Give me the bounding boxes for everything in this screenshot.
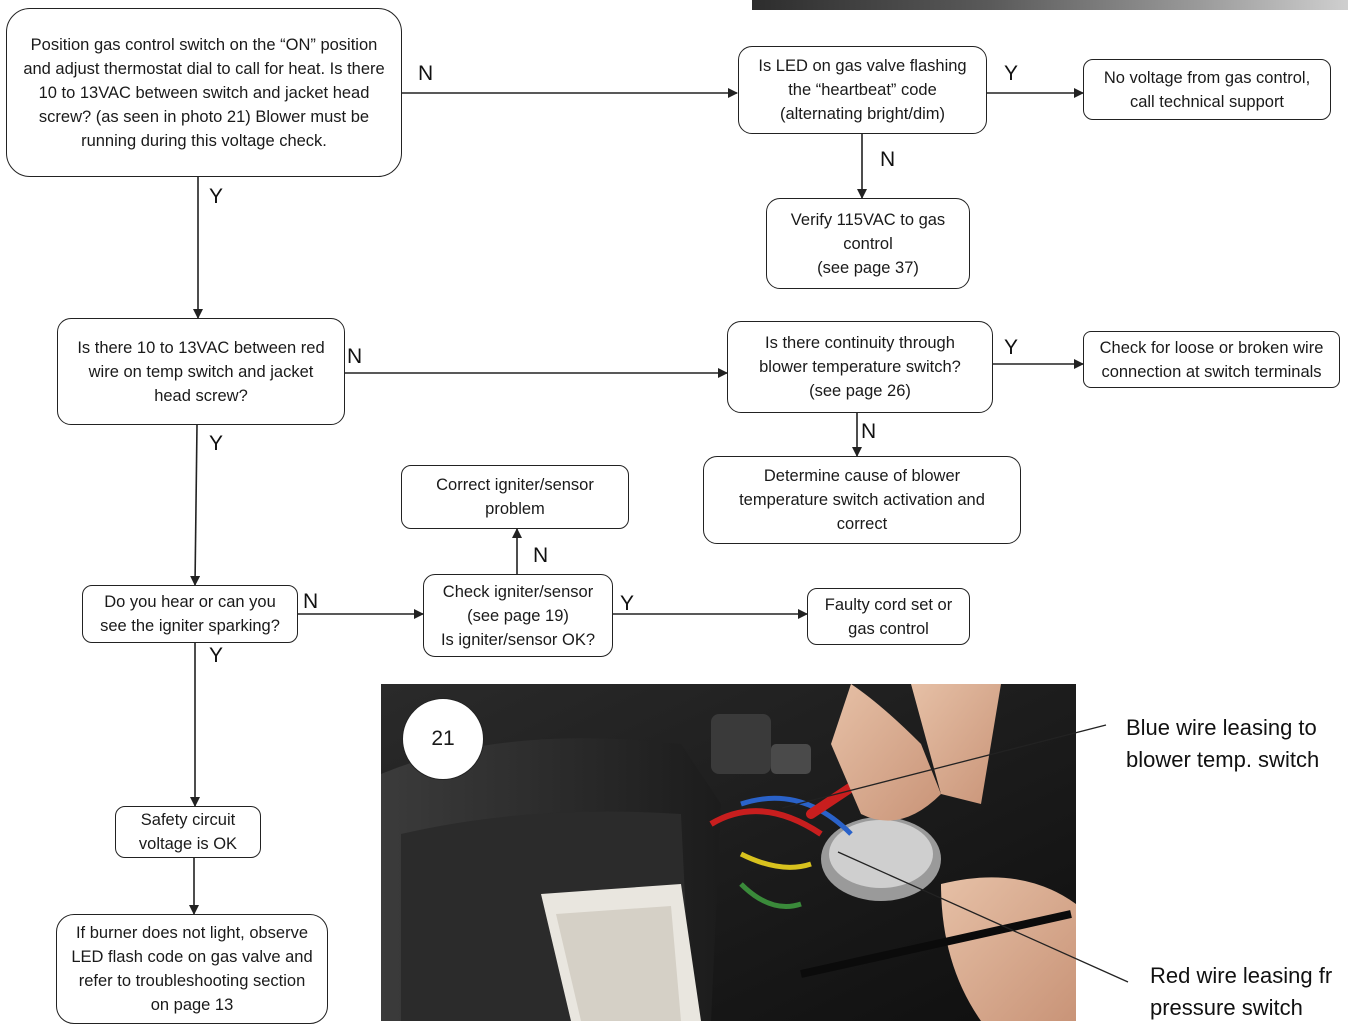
box-burner-not-light-text: If burner does not light, observe LED fl… <box>71 924 313 1014</box>
label-continuity-yes: Y <box>1004 336 1019 359</box>
box-start-check: Position gas control switch on the “ON” … <box>6 8 402 177</box>
callout-red-wire: Red wire leasing fr pressure switch <box>1150 963 1333 1020</box>
label-led-no: N <box>880 148 896 171</box>
label-red-wire-no: N <box>347 345 363 368</box>
photo-21 <box>381 684 1076 1021</box>
box-determine-cause-text: Determine cause of blower temperature sw… <box>739 467 985 533</box>
box-correct-igniter: Correct igniter/sensor problem <box>401 465 629 529</box>
label-continuity-no: N <box>861 420 877 443</box>
callout-blue-wire: Blue wire leasing to blower temp. switch <box>1126 715 1320 772</box>
box-start-check-text: Position gas control switch on the “ON” … <box>23 35 385 150</box>
label-start-yes: Y <box>209 185 224 208</box>
label-hear-yes: Y <box>209 644 224 667</box>
label-start-no: N <box>418 62 434 85</box>
box-safety-ok: Safety circuit voltage is OK <box>115 806 261 858</box>
box-loose-wire-text: Check for loose or broken wire connectio… <box>1099 338 1324 381</box>
box-hear-spark-text: Do you hear or can you see the igniter s… <box>100 593 280 635</box>
photo-number-badge: 21 <box>402 698 484 780</box>
callout-line-blue <box>781 724 1107 809</box>
box-correct-igniter-text: Correct igniter/sensor problem <box>436 476 594 518</box>
callout-line-red <box>837 851 1129 983</box>
box-burner-not-light: If burner does not light, observe LED fl… <box>56 914 328 1024</box>
box-determine-cause: Determine cause of blower temperature sw… <box>703 456 1021 544</box>
box-verify-115vac-text: Verify 115VAC to gas control (see page 3… <box>790 210 946 277</box>
box-led-heartbeat: Is LED on gas valve flashing the “heartb… <box>738 46 987 134</box>
box-hear-spark: Do you hear or can you see the igniter s… <box>82 585 298 643</box>
box-red-wire-check-text: Is there 10 to 13VAC between red wire on… <box>77 338 325 405</box>
box-loose-wire: Check for loose or broken wire connectio… <box>1083 331 1340 388</box>
box-no-voltage: No voltage from gas control, call techni… <box>1083 59 1331 120</box>
box-led-heartbeat-text: Is LED on gas valve flashing the “heartb… <box>758 57 967 123</box>
box-faulty-cord: Faulty cord set or gas control <box>807 588 970 645</box>
box-check-igniter-text: Check igniter/sensor (see page 19) Is ig… <box>440 582 596 649</box>
label-led-yes: Y <box>1004 62 1019 85</box>
box-faulty-cord-text: Faulty cord set or gas control <box>824 595 953 638</box>
label-hear-no: N <box>303 590 319 613</box>
top-photo-strip <box>752 0 1348 10</box>
box-red-wire-check: Is there 10 to 13VAC between red wire on… <box>57 318 345 425</box>
box-check-igniter: Check igniter/sensor (see page 19) Is ig… <box>423 574 613 657</box>
label-red-wire-yes: Y <box>209 432 224 455</box>
box-no-voltage-text: No voltage from gas control, call techni… <box>1103 68 1311 111</box>
photo-21-illustration <box>381 684 1076 1021</box>
box-verify-115vac: Verify 115VAC to gas control (see page 3… <box>766 198 970 289</box>
box-continuity-check: Is there continuity through blower tempe… <box>727 321 993 413</box>
label-check-yes: Y <box>620 592 635 615</box>
box-safety-ok-text: Safety circuit voltage is OK <box>138 811 238 853</box>
box-continuity-check-text: Is there continuity through blower tempe… <box>759 334 961 400</box>
label-check-no: N <box>533 544 549 567</box>
